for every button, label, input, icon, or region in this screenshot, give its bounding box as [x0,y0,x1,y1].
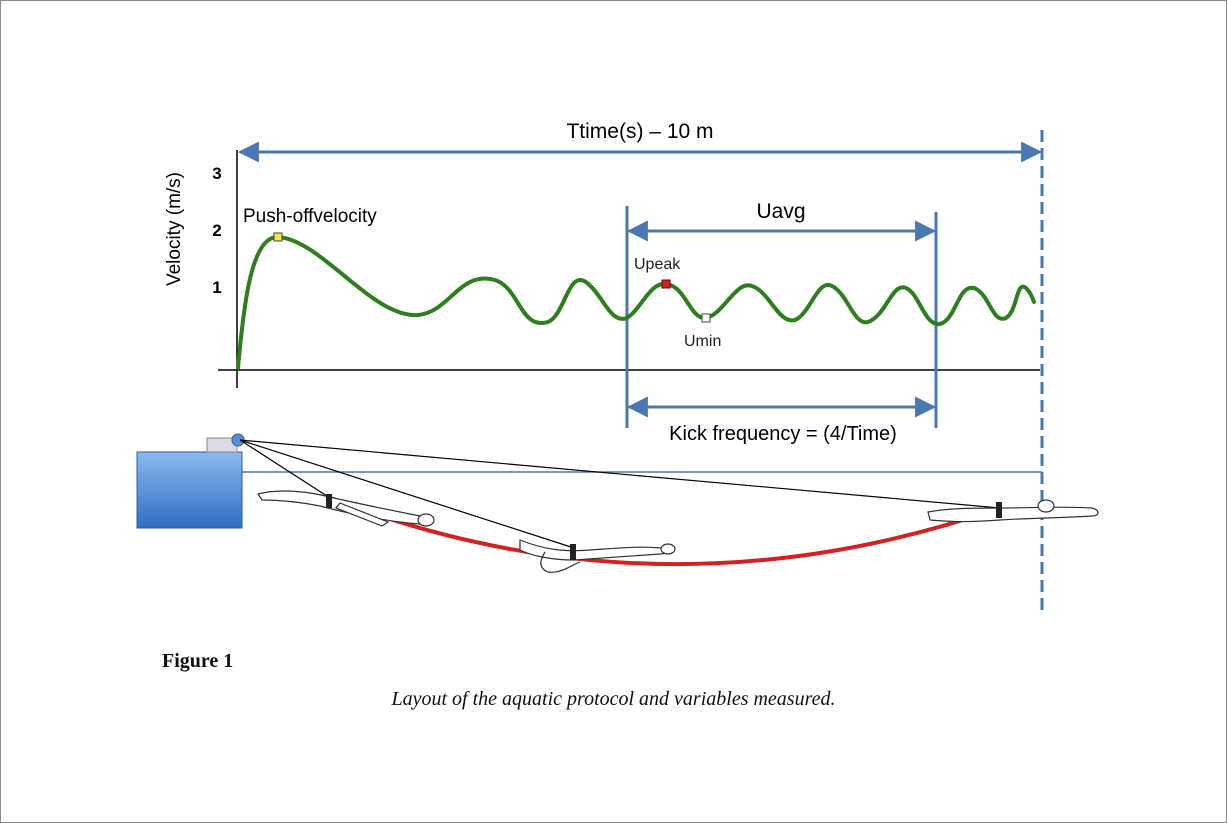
total-span-label: Ttime(s) – 10 m [566,120,713,143]
peak-marker [661,279,671,289]
swimmer-icon-finish [927,499,1099,523]
swimmer-icon-start [257,490,435,527]
figure-caption: Layout of the aquatic protocol and varia… [391,688,836,710]
tether-cable [329,496,1001,567]
min-marker [701,313,711,323]
cable-line-2 [239,439,575,549]
velocity-curve [236,234,1036,370]
kick-frequency-label: Kick frequency = (4/Time) [669,423,897,445]
y-tick-2: 2 [212,221,221,240]
peak-label: Upeak [634,256,681,273]
y-tick-1: 1 [212,278,221,297]
y-axis-label: Velocity (m/s) [164,172,185,286]
y-tick-3: 3 [212,164,221,183]
swimmer-icon-middle [519,539,676,573]
avg-span-label: Uavg [756,200,805,223]
cable-line-3 [239,439,1001,509]
cable-line-1 [239,439,331,499]
push-off-marker [273,232,283,242]
starting-block [136,451,243,529]
figure-label: Figure 1 [162,650,234,672]
push-off-label: Push-offvelocity [243,206,377,227]
min-label: Umin [684,333,721,350]
